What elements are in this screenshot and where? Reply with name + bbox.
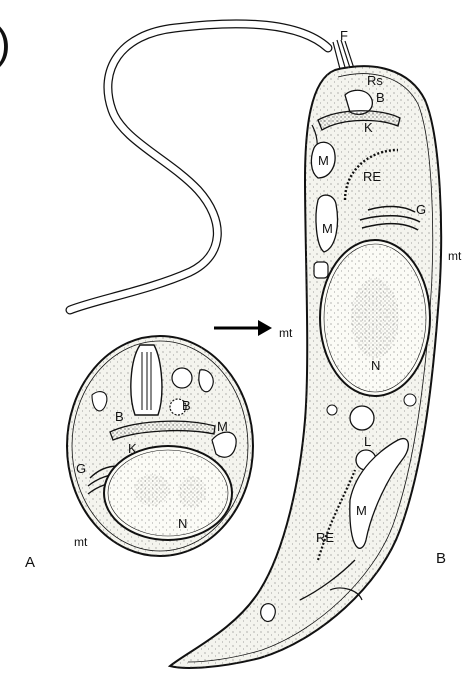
label-b-basal-body: B	[376, 90, 385, 105]
label-a-flagellum-base: B	[115, 409, 124, 424]
panel-label-a: A	[25, 554, 35, 571]
label-b-microtubules-right: mt	[448, 249, 462, 263]
label-b-golgi: G	[416, 202, 426, 217]
label-a-basal-body-1: B	[182, 398, 191, 413]
cell-b-lipid-body	[350, 406, 374, 430]
panel-label-b: B	[436, 550, 446, 567]
label-a-nucleus: N	[178, 516, 187, 531]
cell-a	[67, 336, 253, 556]
cell-a-mitochondrion	[212, 432, 236, 457]
label-b-mitochondrion-1: M	[318, 153, 329, 168]
panel-mark: )	[0, 19, 11, 68]
cell-a-nucleus	[104, 446, 232, 540]
pointer-arrow	[214, 320, 272, 336]
label-b-reservoir: Rs	[367, 73, 383, 88]
label-b-flagellum: F	[340, 28, 348, 43]
label-a-golgi: G	[76, 461, 86, 476]
label-a-microtubules: mt	[74, 535, 88, 549]
cell-a-flagellar-pocket	[131, 345, 162, 415]
label-b-mitochondrion-3: M	[356, 503, 367, 518]
label-b-er-1: RE	[363, 169, 381, 184]
label-b-nucleus: N	[371, 358, 380, 373]
label-b-er-2: RE	[316, 530, 334, 545]
label-b-mitochondrion-2: M	[322, 221, 333, 236]
label-b-kinetoplast: K	[364, 120, 373, 135]
label-b-microtubules-left: mt	[279, 326, 293, 340]
label-b-lipid: L	[364, 434, 371, 449]
label-a-kinetoplast: K	[128, 441, 137, 456]
label-a-mitochondrion: M	[217, 419, 228, 434]
